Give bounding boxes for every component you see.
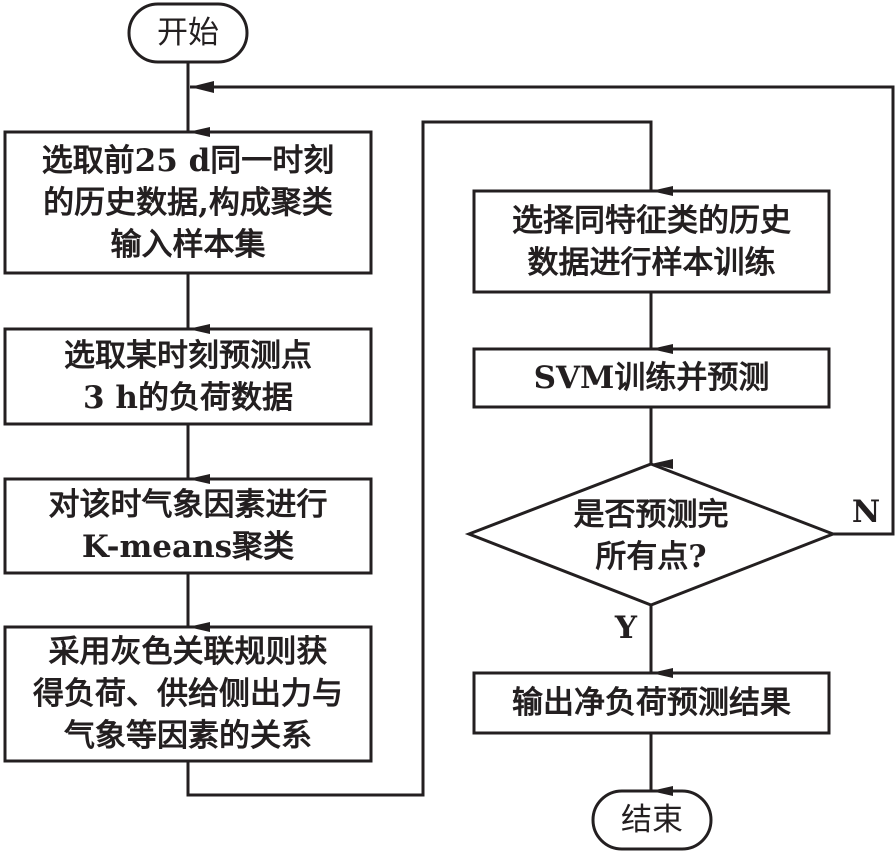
- step-label-6: SVM训练并预测: [533, 360, 770, 396]
- connector-box4-to-box5: [186, 120, 673, 797]
- step-label-5: 选择同特征类的历史 数据进行样本训练: [512, 202, 791, 281]
- connector-decision-no-loop: [190, 81, 895, 536]
- step-label-3: 对该时气象因素进行 K-means聚类: [48, 487, 328, 565]
- step-label-4: 采用灰色关联规则获 得负荷、供给侧出力与 气象等因素的关系: [33, 634, 343, 754]
- step-label-7: 输出净负荷预测结果: [512, 685, 791, 721]
- step-label-1: 选取前25 d同一时刻 的历史数据,构成聚类 输入样本集: [41, 142, 335, 263]
- end-label: 结束: [621, 802, 683, 838]
- decision-label: 是否预测完 所有点?: [573, 497, 729, 575]
- yes-label: Y: [614, 610, 638, 646]
- step-label-2: 选取某时刻预测点 3 h的负荷数据: [64, 337, 312, 416]
- start-label: 开始: [157, 15, 219, 51]
- no-label: N: [851, 494, 881, 530]
